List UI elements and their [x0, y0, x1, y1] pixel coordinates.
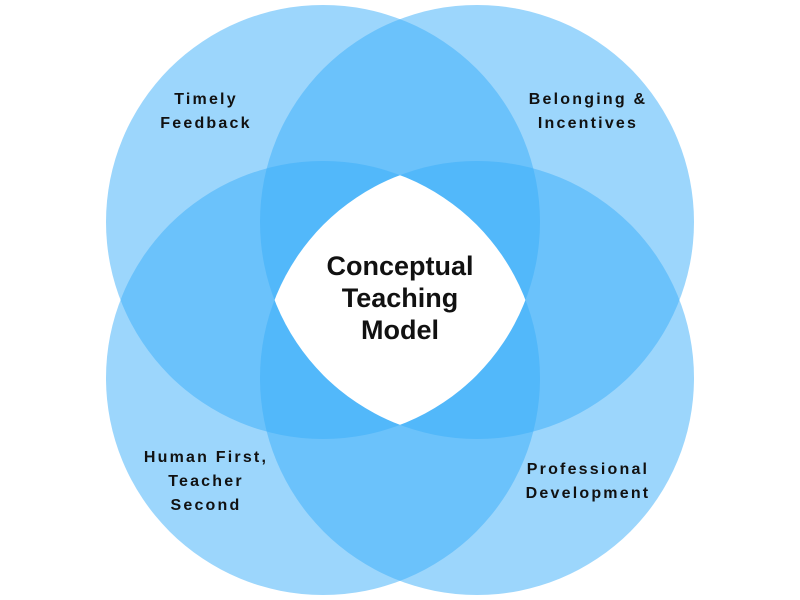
- label-timely-feedback: Timely Feedback: [160, 88, 251, 136]
- label-line: Human First,: [143, 449, 269, 466]
- label-line: Teacher: [168, 473, 244, 490]
- center-title-line: Teaching: [341, 283, 459, 313]
- center-title: Conceptual Teaching Model: [326, 250, 473, 346]
- center-title-line: Model: [360, 315, 439, 345]
- label-line: Development: [525, 485, 651, 502]
- label-line: Timely: [174, 91, 238, 108]
- label-human-first: Human First, Teacher Second: [144, 446, 268, 518]
- center-title-line: Conceptual: [326, 251, 474, 281]
- label-line: Second: [170, 497, 242, 514]
- label-professional-development: Professional Development: [526, 458, 651, 506]
- label-line: Feedback: [160, 115, 252, 132]
- label-line: Belonging &: [528, 91, 648, 108]
- label-belonging-incentives: Belonging & Incentives: [529, 88, 647, 136]
- label-line: Incentives: [537, 115, 639, 132]
- label-line: Professional: [526, 461, 650, 478]
